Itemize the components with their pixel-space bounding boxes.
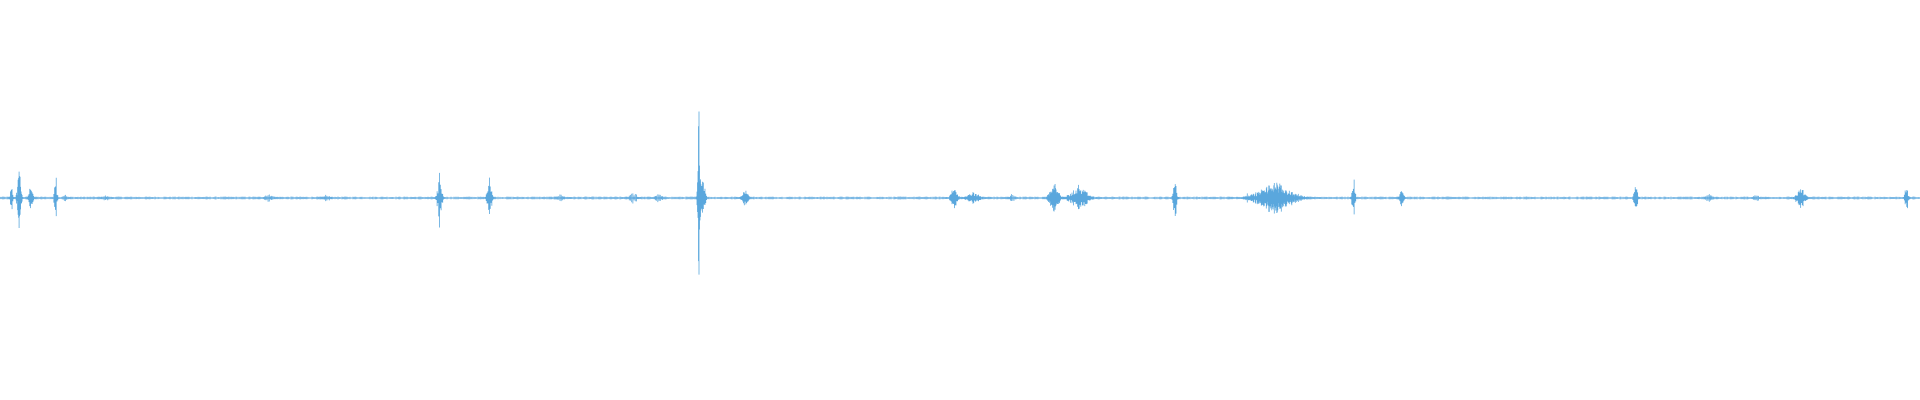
waveform-burst-30 xyxy=(1228,182,1322,214)
waveform-burst-21 xyxy=(1002,194,1021,201)
waveform-burst-28 xyxy=(1170,184,1180,216)
waveform-burst-16 xyxy=(696,181,709,213)
waveform-burst-34 xyxy=(1395,191,1408,207)
waveform-burst-1 xyxy=(14,171,24,229)
waveform-burst-9 xyxy=(314,194,339,202)
waveform-burst-42 xyxy=(1744,195,1769,201)
waveform-bursts xyxy=(0,112,1920,275)
waveform-burst-24 xyxy=(1055,184,1102,210)
waveform-burst-11 xyxy=(483,177,496,215)
waveform-burst-17 xyxy=(735,190,754,206)
waveform-burst-32 xyxy=(1349,179,1357,215)
waveform-burst-20 xyxy=(955,192,991,204)
waveform-burst-3 xyxy=(24,188,37,209)
waveform-burst-12 xyxy=(548,194,573,202)
waveform-burst-43 xyxy=(1789,189,1813,208)
waveform-burst-13 xyxy=(621,193,646,204)
waveform-burst-14 xyxy=(646,194,671,203)
waveform-burst-5 xyxy=(59,194,71,202)
waveform-burst-6 xyxy=(96,195,115,201)
waveform-burst-39 xyxy=(1630,187,1641,207)
waveform-burst-46 xyxy=(1901,190,1912,209)
waveform-burst-8 xyxy=(256,194,281,202)
waveform-burst-41 xyxy=(1696,194,1721,202)
waveform-burst-10 xyxy=(433,172,446,228)
waveform-burst-4 xyxy=(51,177,60,217)
